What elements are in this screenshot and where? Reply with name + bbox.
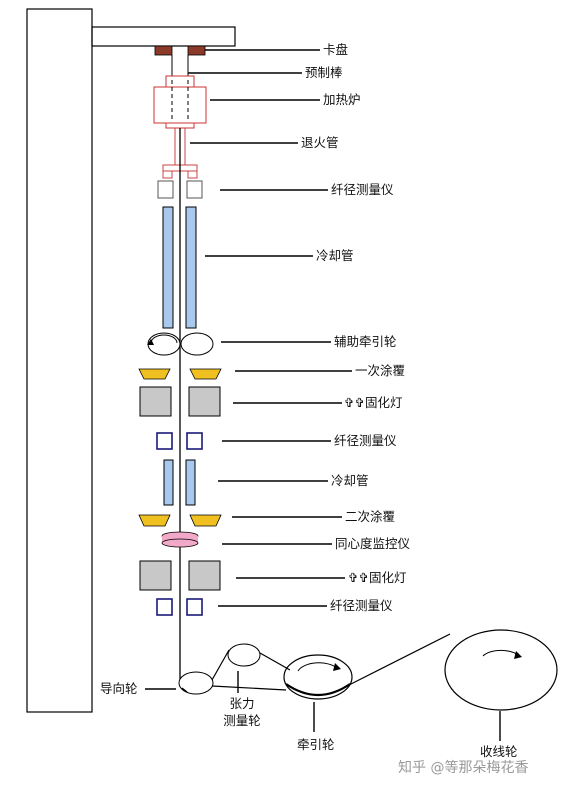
tower-arm: [91, 26, 236, 47]
annealing-tube: [162, 128, 198, 179]
aux-capstan-wheel-right: [180, 332, 214, 356]
primary-coating-right: [189, 368, 222, 380]
label-guide-wheel: 导向轮: [100, 681, 138, 696]
secondary-coating-right: [189, 514, 222, 527]
label-take-up-reel: 收线轮: [480, 744, 518, 759]
diameter-gauge-3-left: [156, 598, 173, 616]
label-preform: 预制棒: [305, 65, 343, 80]
capstan-rotation-arrow: [297, 662, 338, 672]
label-uv-lamp-2: ✞✞固化灯: [348, 570, 407, 585]
preform-inside-furnace: [171, 80, 189, 122]
heating-furnace: [153, 75, 207, 129]
label-cooling-tube-1: 冷却管: [316, 248, 354, 263]
fiber-path: [181, 633, 451, 693]
uv-lamp-2-right: [188, 560, 221, 591]
capstan-arrowhead: [333, 663, 341, 671]
label-diameter-gauge-2: 纤径测量仪: [334, 433, 397, 448]
label-tension-wheel-line-2: 测量轮: [223, 713, 261, 728]
label-uv-lamp-1: ✞✞固化灯: [344, 395, 403, 410]
label-secondary-coating: 二次涂覆: [345, 509, 396, 524]
label-annealing-tube: 退火管: [301, 135, 339, 150]
uv-lamp-2-left: [139, 560, 172, 591]
label-aux-capstan: 辅助牵引轮: [334, 334, 397, 349]
label-tension-wheel-line-1: 张力: [229, 696, 255, 711]
label-cooling-tube-2: 冷却管: [331, 473, 369, 488]
label-heating-furnace: 加热炉: [323, 92, 361, 107]
aux-capstan-arrowhead: [147, 339, 154, 345]
tension-measuring-wheel: [227, 643, 261, 667]
uv-lamp-1-left: [139, 386, 172, 417]
chuck-left: [154, 45, 173, 56]
preform: [171, 55, 189, 76]
chuck-right: [187, 45, 206, 56]
label-capstan: 牵引轮: [297, 737, 335, 752]
diameter-gauge-2-right: [186, 432, 203, 450]
tower-column: [26, 8, 93, 713]
label-chuck: 卡盘: [323, 42, 349, 57]
watermark: 知乎 @等那朵梅花香: [398, 760, 529, 776]
concentricity-monitor-bottom: [161, 538, 199, 548]
diameter-gauge-2-left: [156, 432, 173, 450]
diameter-gauge-1-left: [157, 180, 174, 199]
label-diameter-gauge-3: 纤径测量仪: [330, 598, 393, 613]
primary-coating-left: [138, 368, 171, 380]
cooling-tube-1-right: [185, 206, 197, 329]
cooling-tube-2-right: [185, 459, 196, 506]
capstan-belt: [285, 683, 351, 696]
take-up-reel: [444, 629, 558, 711]
label-diameter-gauge-1: 纤径测量仪: [331, 182, 394, 197]
cooling-tube-2-left: [163, 459, 174, 506]
uv-lamp-1-right: [188, 386, 221, 417]
take-up-arrowhead: [514, 651, 522, 659]
guide-wheel: [178, 671, 214, 695]
label-primary-coating: 一次涂覆: [355, 363, 406, 378]
leader-lines: [145, 49, 501, 741]
secondary-coating-left: [138, 514, 171, 527]
diameter-gauge-3-right: [186, 598, 203, 616]
aux-capstan-rotation-arrow: [150, 334, 178, 344]
cooling-tube-1-left: [162, 206, 174, 329]
diameter-gauge-1-right: [186, 180, 203, 199]
label-concentricity-monitor: 同心度监控仪: [335, 536, 411, 551]
capstan-wheel: [283, 654, 353, 700]
